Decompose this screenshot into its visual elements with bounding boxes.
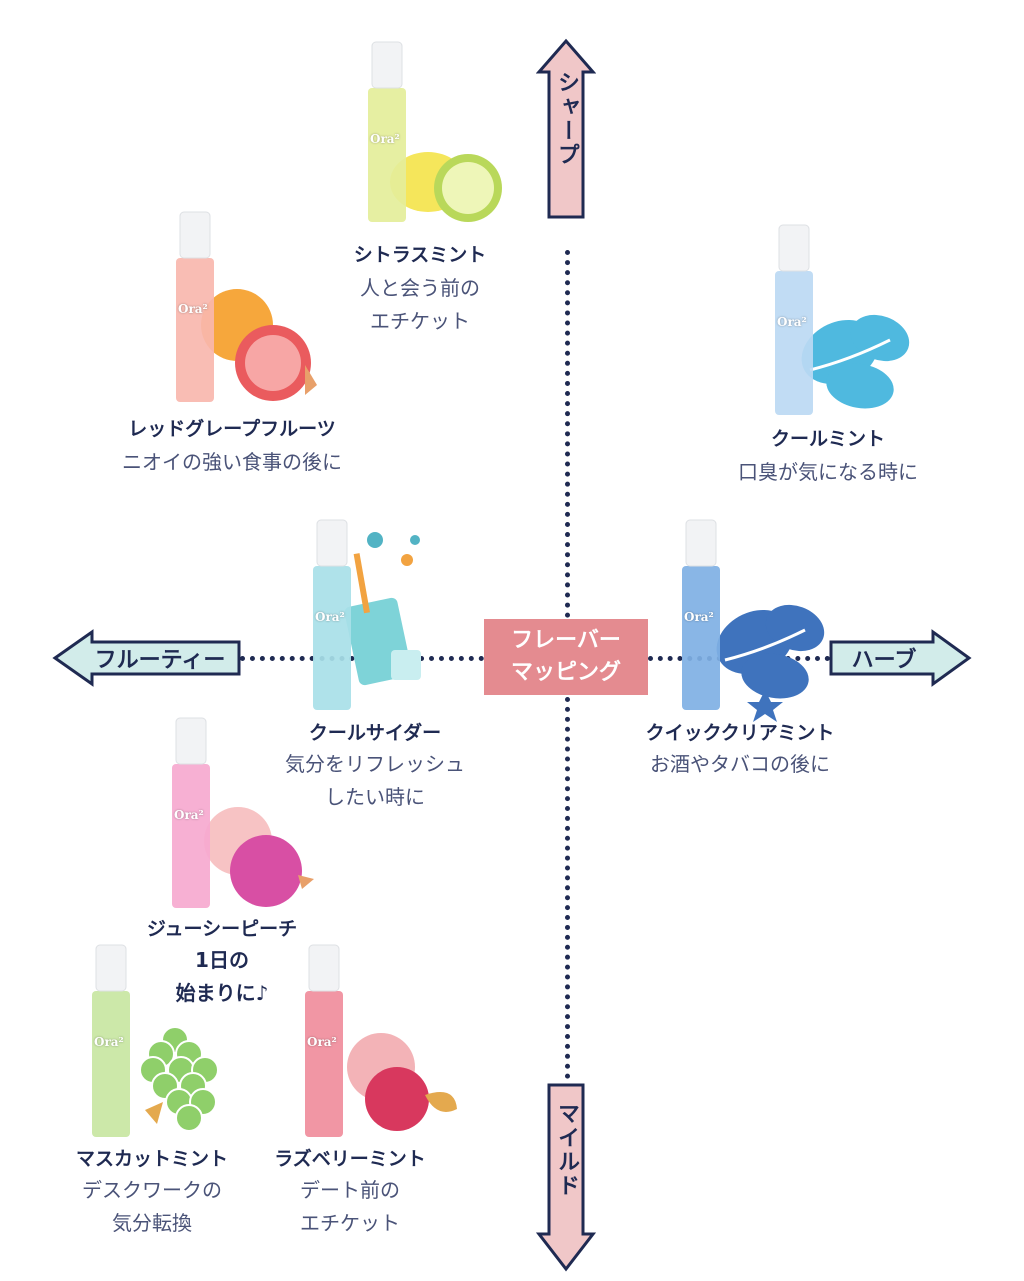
- lemon-illustration: [390, 152, 502, 222]
- bottle-body: [92, 991, 130, 1137]
- bottle-cap: [778, 224, 810, 272]
- center-label-line-1: フレーバー: [511, 628, 621, 653]
- product-name-red-grapefruit: レッドグレープフルーツ: [128, 418, 336, 440]
- raspberry-illustration: [347, 1033, 457, 1131]
- mint-leaf-illustration: [801, 314, 910, 409]
- bottle-cap: [308, 944, 340, 992]
- grapefruit-illustration: [201, 289, 317, 401]
- brand-logo: Ora²: [94, 1035, 124, 1049]
- product-desc-cool-mint: 口臭が気になる時に: [738, 460, 918, 484]
- brand-logo: Ora²: [174, 808, 204, 822]
- product-desc-citrus: 人と会う前の エチケット: [360, 276, 480, 333]
- product-desc-quick-clear: お酒やタバコの後に: [650, 752, 830, 776]
- peach-illustration: [204, 807, 314, 907]
- bottle-cap: [179, 211, 211, 259]
- herb-leaf-illustration: [716, 604, 825, 722]
- grape-illustration: [139, 1026, 219, 1132]
- brand-logo: Ora²: [315, 610, 345, 624]
- product-desc-muscat: デスクワークの 気分転換: [82, 1178, 222, 1235]
- bottle-cap: [316, 519, 348, 567]
- bottle-cap: [175, 717, 207, 765]
- right-axis-label: ハーブ: [851, 648, 917, 673]
- product-name-citrus: シトラスミント: [353, 244, 487, 266]
- product-name-raspberry: ラズベリーミント: [274, 1148, 426, 1170]
- product-name-cool-mint: クールミント: [770, 428, 885, 450]
- brand-logo: Ora²: [178, 302, 208, 316]
- top-axis-label: シャープ: [554, 71, 579, 167]
- brand-logo: Ora²: [307, 1035, 337, 1049]
- product-desc-juicy-peach: 1日の 始まりに♪: [175, 948, 269, 1005]
- bottle-body: [305, 991, 343, 1137]
- vertical-axis-line-top: [565, 250, 570, 618]
- bottle-body: [368, 88, 406, 222]
- bottle-body: [682, 566, 720, 710]
- bottle-cap: [685, 519, 717, 567]
- soda-glass-illustration: [344, 532, 421, 686]
- top-axis-arrow: [536, 38, 596, 219]
- product-name-juicy-peach: ジューシーピーチ: [146, 918, 298, 940]
- product-name-muscat: マスカットミント: [75, 1148, 228, 1170]
- vertical-axis-line-bottom: [565, 697, 570, 1079]
- bottle-cap: [371, 41, 403, 89]
- bottom-axis-label: マイルド: [554, 1102, 579, 1198]
- center-label-line-2: マッピング: [510, 660, 621, 685]
- right-axis-arrow: [829, 629, 972, 687]
- flavor-mapping-label: フレーバー マッピング: [484, 619, 648, 695]
- bottle-body: [313, 566, 351, 710]
- product-desc-cool-cider: 気分をリフレッシュ したい時に: [285, 752, 465, 809]
- product-name-quick-clear: クイッククリアミント: [645, 722, 835, 744]
- bottom-axis-arrow: [536, 1083, 596, 1272]
- bottle-body: [775, 271, 813, 415]
- brand-logo: Ora²: [777, 315, 807, 329]
- product-desc-raspberry: デート前の エチケット: [300, 1178, 400, 1235]
- product-name-cool-cider: クールサイダー: [308, 722, 442, 744]
- bottle-body: [172, 764, 210, 908]
- brand-logo: Ora²: [684, 610, 714, 624]
- product-desc-red-grapefruit: ニオイの強い食事の後に: [122, 450, 342, 474]
- bottle-cap: [95, 944, 127, 992]
- left-axis-arrow: [52, 629, 241, 687]
- brand-logo: Ora²: [370, 132, 400, 146]
- bottle-body: [176, 258, 214, 402]
- left-axis-label: フルーティー: [94, 648, 226, 673]
